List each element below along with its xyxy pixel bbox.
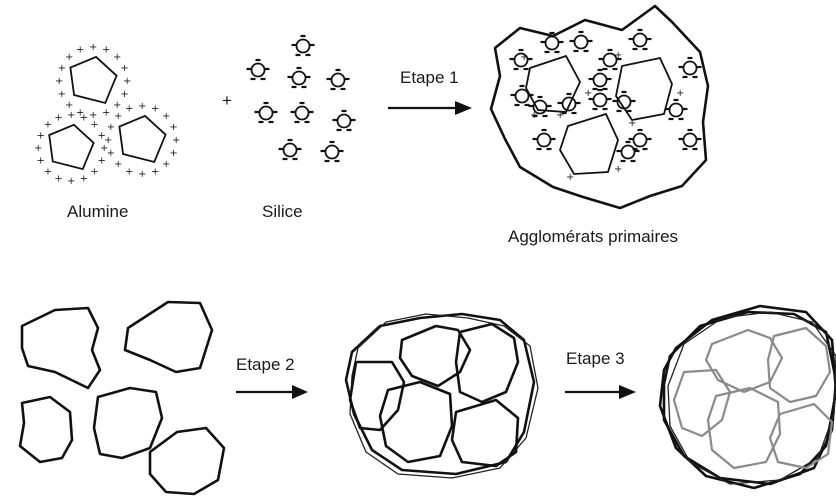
loose-particles (20, 302, 224, 494)
agglomerate-silica-particle (679, 58, 702, 77)
label-etape2: Etape 2 (236, 355, 295, 374)
silica-particles (247, 36, 356, 161)
svg-text:+: + (34, 143, 42, 154)
silica-particle (327, 70, 350, 89)
svg-text:+: + (44, 120, 52, 131)
loose-particle-3 (20, 397, 72, 462)
secondary-outer-1 (346, 314, 534, 474)
svg-text:+: + (114, 111, 122, 122)
agglomerate-alumina-grain (560, 114, 618, 174)
svg-text:+: + (169, 148, 177, 159)
agglomerate-silica-particle (665, 100, 688, 119)
arrow-etape3 (565, 385, 636, 399)
alumina-particle: ++++++++++++++++ (34, 110, 108, 187)
silica-particle (279, 140, 302, 159)
svg-text:+: + (98, 156, 106, 167)
svg-text:+: + (584, 88, 592, 99)
svg-text:+: + (80, 174, 88, 185)
svg-text:+: + (44, 166, 52, 177)
svg-text:+: + (125, 166, 133, 177)
plus-sign: + (222, 91, 232, 110)
agglomerate-silica-particle (679, 130, 702, 149)
loose-particle-2 (125, 302, 212, 372)
svg-text:+: + (37, 130, 45, 141)
svg-text:+: + (138, 169, 146, 180)
svg-text:+: + (80, 113, 88, 124)
secondary-grain-3 (350, 362, 404, 430)
svg-text:+: + (67, 176, 75, 187)
silica-particle (291, 103, 314, 122)
svg-text:+: + (676, 88, 684, 99)
svg-text:+: + (107, 148, 115, 159)
svg-text:+: + (58, 89, 66, 100)
svg-text:+: + (628, 118, 636, 129)
svg-text:+: + (102, 45, 110, 56)
label-silice: Silice (262, 202, 303, 221)
svg-text:+: + (172, 135, 180, 146)
svg-text:+: + (614, 164, 622, 175)
agglomerate-alumina-grain (616, 58, 672, 120)
svg-text:+: + (113, 52, 121, 63)
label-alumine: Alumine (67, 202, 128, 221)
agglomerate-silica-particle (589, 70, 612, 89)
agglomerate-silica-particle (570, 32, 593, 51)
silica-particle (292, 36, 315, 55)
agglomerate-silica-particle (541, 33, 564, 52)
silica-particle (288, 68, 311, 87)
svg-text:+: + (151, 166, 159, 177)
svg-text:+: + (162, 159, 170, 170)
svg-text:+: + (162, 111, 170, 122)
svg-text:+: + (104, 135, 112, 146)
svg-text:+: + (37, 156, 45, 167)
primary-agglomerate: +++++++++ (491, 6, 708, 208)
svg-text:+: + (54, 113, 62, 124)
sintered-grain-3 (674, 370, 730, 436)
svg-text:+: + (125, 104, 133, 115)
svg-text:+: + (90, 166, 98, 177)
svg-text:+: + (89, 42, 97, 53)
svg-text:+: + (151, 104, 159, 115)
svg-text:+: + (556, 110, 564, 121)
svg-text:+: + (114, 159, 122, 170)
svg-text:+: + (90, 120, 98, 131)
label-etape1: Etape 1 (400, 68, 459, 87)
svg-text:+: + (58, 63, 66, 74)
svg-text:+: + (123, 76, 131, 87)
alumina-particle: ++++++++++++++++ (104, 101, 180, 180)
svg-text:+: + (67, 110, 75, 121)
label-agglomerats: Agglomérats primaires (508, 227, 678, 246)
svg-text:+: + (76, 45, 84, 56)
loose-particle-4 (94, 388, 162, 458)
alumina-particles: ++++++++++++++++++++++++++++++++++++++++… (34, 42, 180, 187)
secondary-grain-5 (452, 400, 518, 466)
loose-particle-1 (22, 308, 100, 388)
loose-particle-5 (150, 428, 224, 494)
silica-particle (247, 60, 270, 79)
agglomerate-silica-particle (511, 86, 534, 105)
secondary-grain-4 (380, 382, 452, 462)
arrow-etape1 (388, 101, 472, 115)
svg-text:+: + (566, 172, 574, 183)
arrow-etape2 (236, 385, 308, 399)
svg-text:+: + (55, 76, 63, 87)
svg-text:+: + (120, 89, 128, 100)
silica-particle (255, 103, 278, 122)
silica-particle (321, 142, 344, 161)
label-etape3: Etape 3 (566, 349, 625, 368)
svg-text:+: + (54, 174, 62, 185)
svg-text:+: + (113, 100, 121, 111)
sintered-grain-4 (708, 388, 780, 468)
svg-text:+: + (107, 122, 115, 133)
svg-text:+: + (169, 122, 177, 133)
silica-particle (333, 111, 356, 130)
secondary-agglomerate (346, 314, 538, 478)
svg-text:+: + (102, 107, 110, 118)
agglomerate-silica-particle (629, 30, 652, 49)
svg-text:+: + (65, 52, 73, 63)
agglomerate-silica-particle (533, 130, 556, 149)
svg-text:+: + (120, 63, 128, 74)
svg-text:+: + (138, 101, 146, 112)
sintered-agglomerate (660, 306, 836, 488)
